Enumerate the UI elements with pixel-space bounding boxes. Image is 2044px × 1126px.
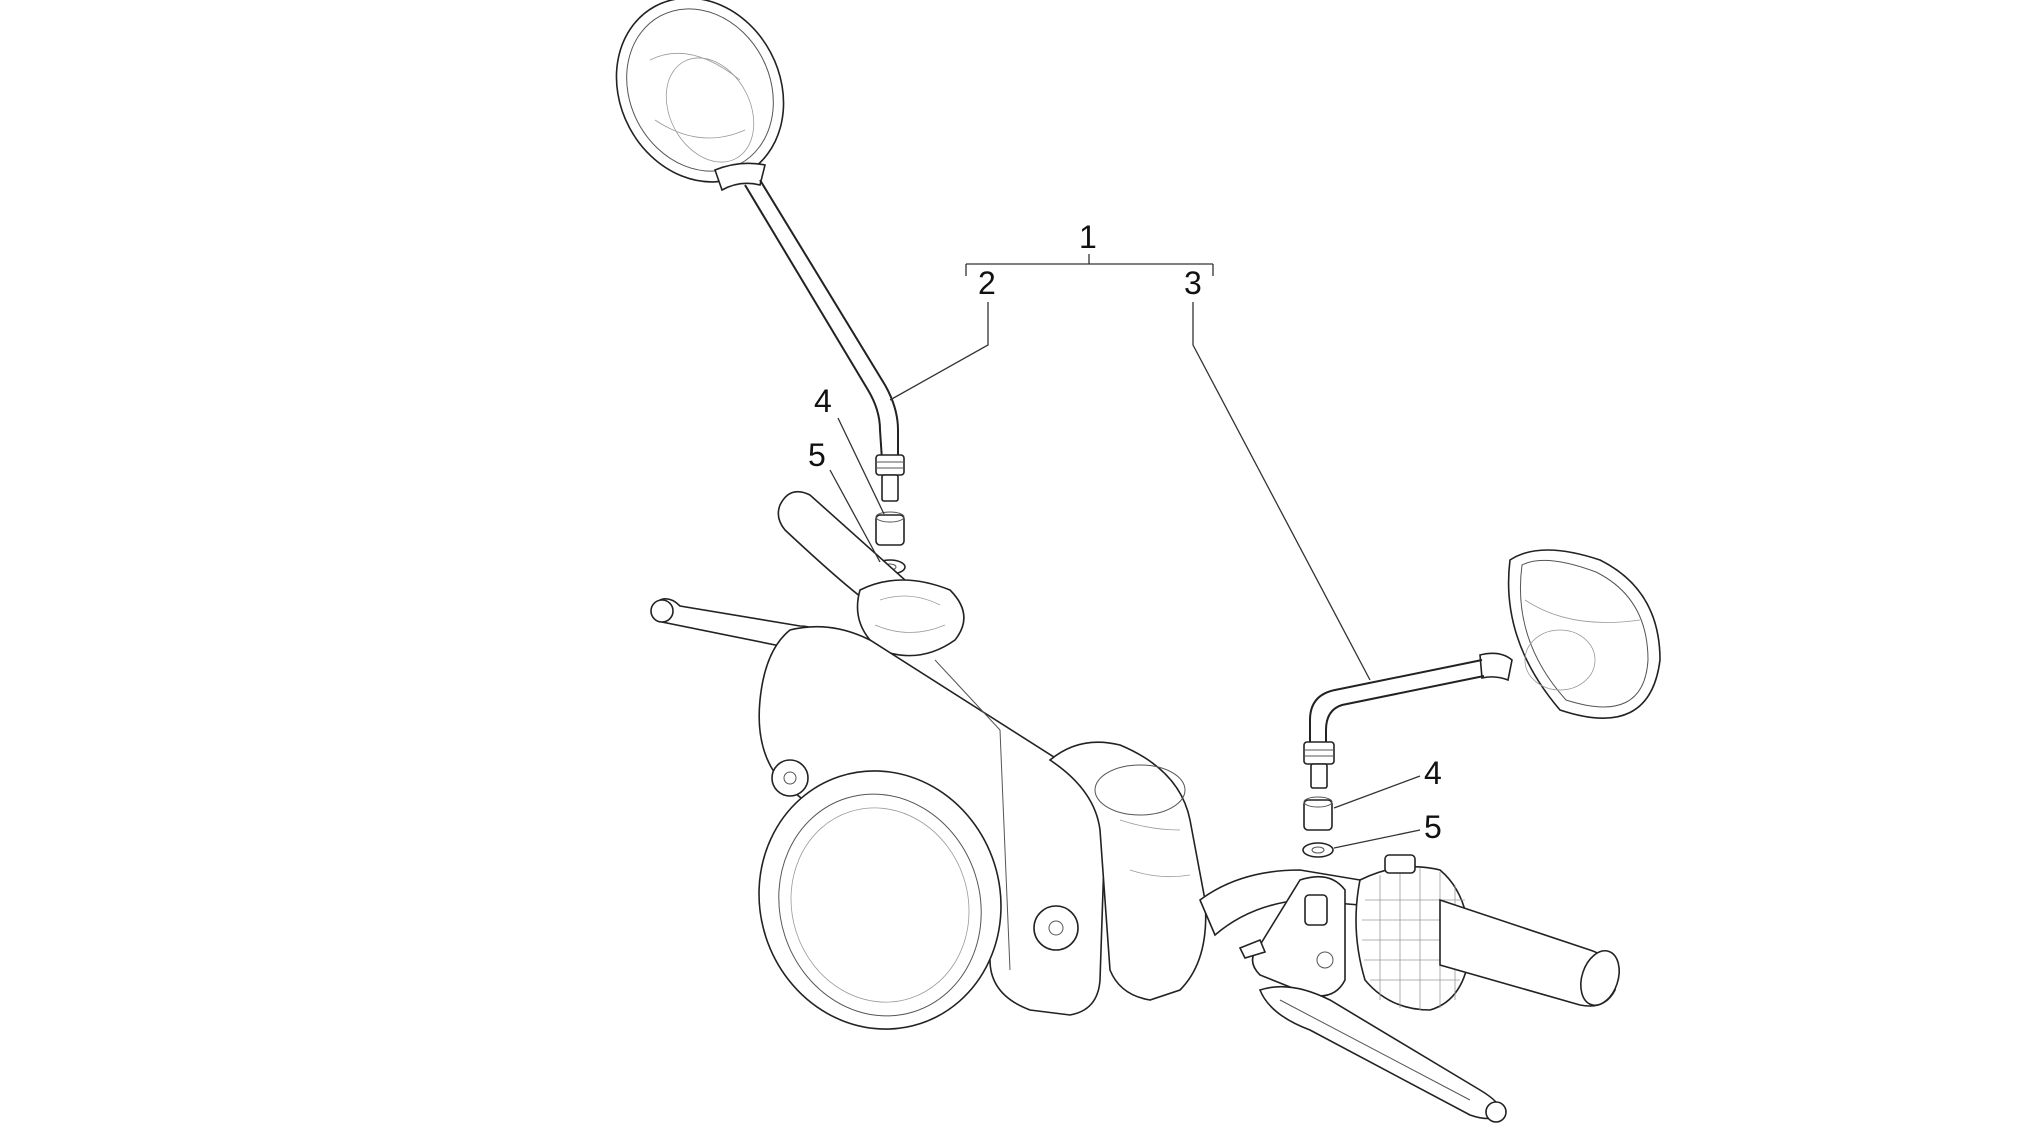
right-spacer[interactable] xyxy=(1303,796,1333,831)
right-mirror[interactable] xyxy=(1303,549,1661,789)
callout-5-right: 5 xyxy=(1424,809,1442,845)
callout-bracket xyxy=(965,254,1214,276)
left-spacer[interactable] xyxy=(875,511,905,546)
callout-4-right: 4 xyxy=(1424,755,1442,791)
callout-5-left: 5 xyxy=(808,437,826,473)
callout-2: 2 xyxy=(978,265,996,301)
right-washer[interactable] xyxy=(1302,842,1334,858)
leader-4-left xyxy=(837,417,885,515)
left-mirror[interactable] xyxy=(585,0,905,502)
leader-5-right xyxy=(1333,829,1421,849)
leader-3 xyxy=(1192,302,1371,681)
leader-5-left xyxy=(829,469,881,563)
callout-1: 1 xyxy=(1079,219,1097,255)
leader-2 xyxy=(889,302,989,401)
handlebar-assembly xyxy=(650,490,1620,1123)
callout-4-left: 4 xyxy=(814,383,832,419)
callout-3: 3 xyxy=(1184,265,1202,301)
leader-4-right xyxy=(1333,775,1421,809)
